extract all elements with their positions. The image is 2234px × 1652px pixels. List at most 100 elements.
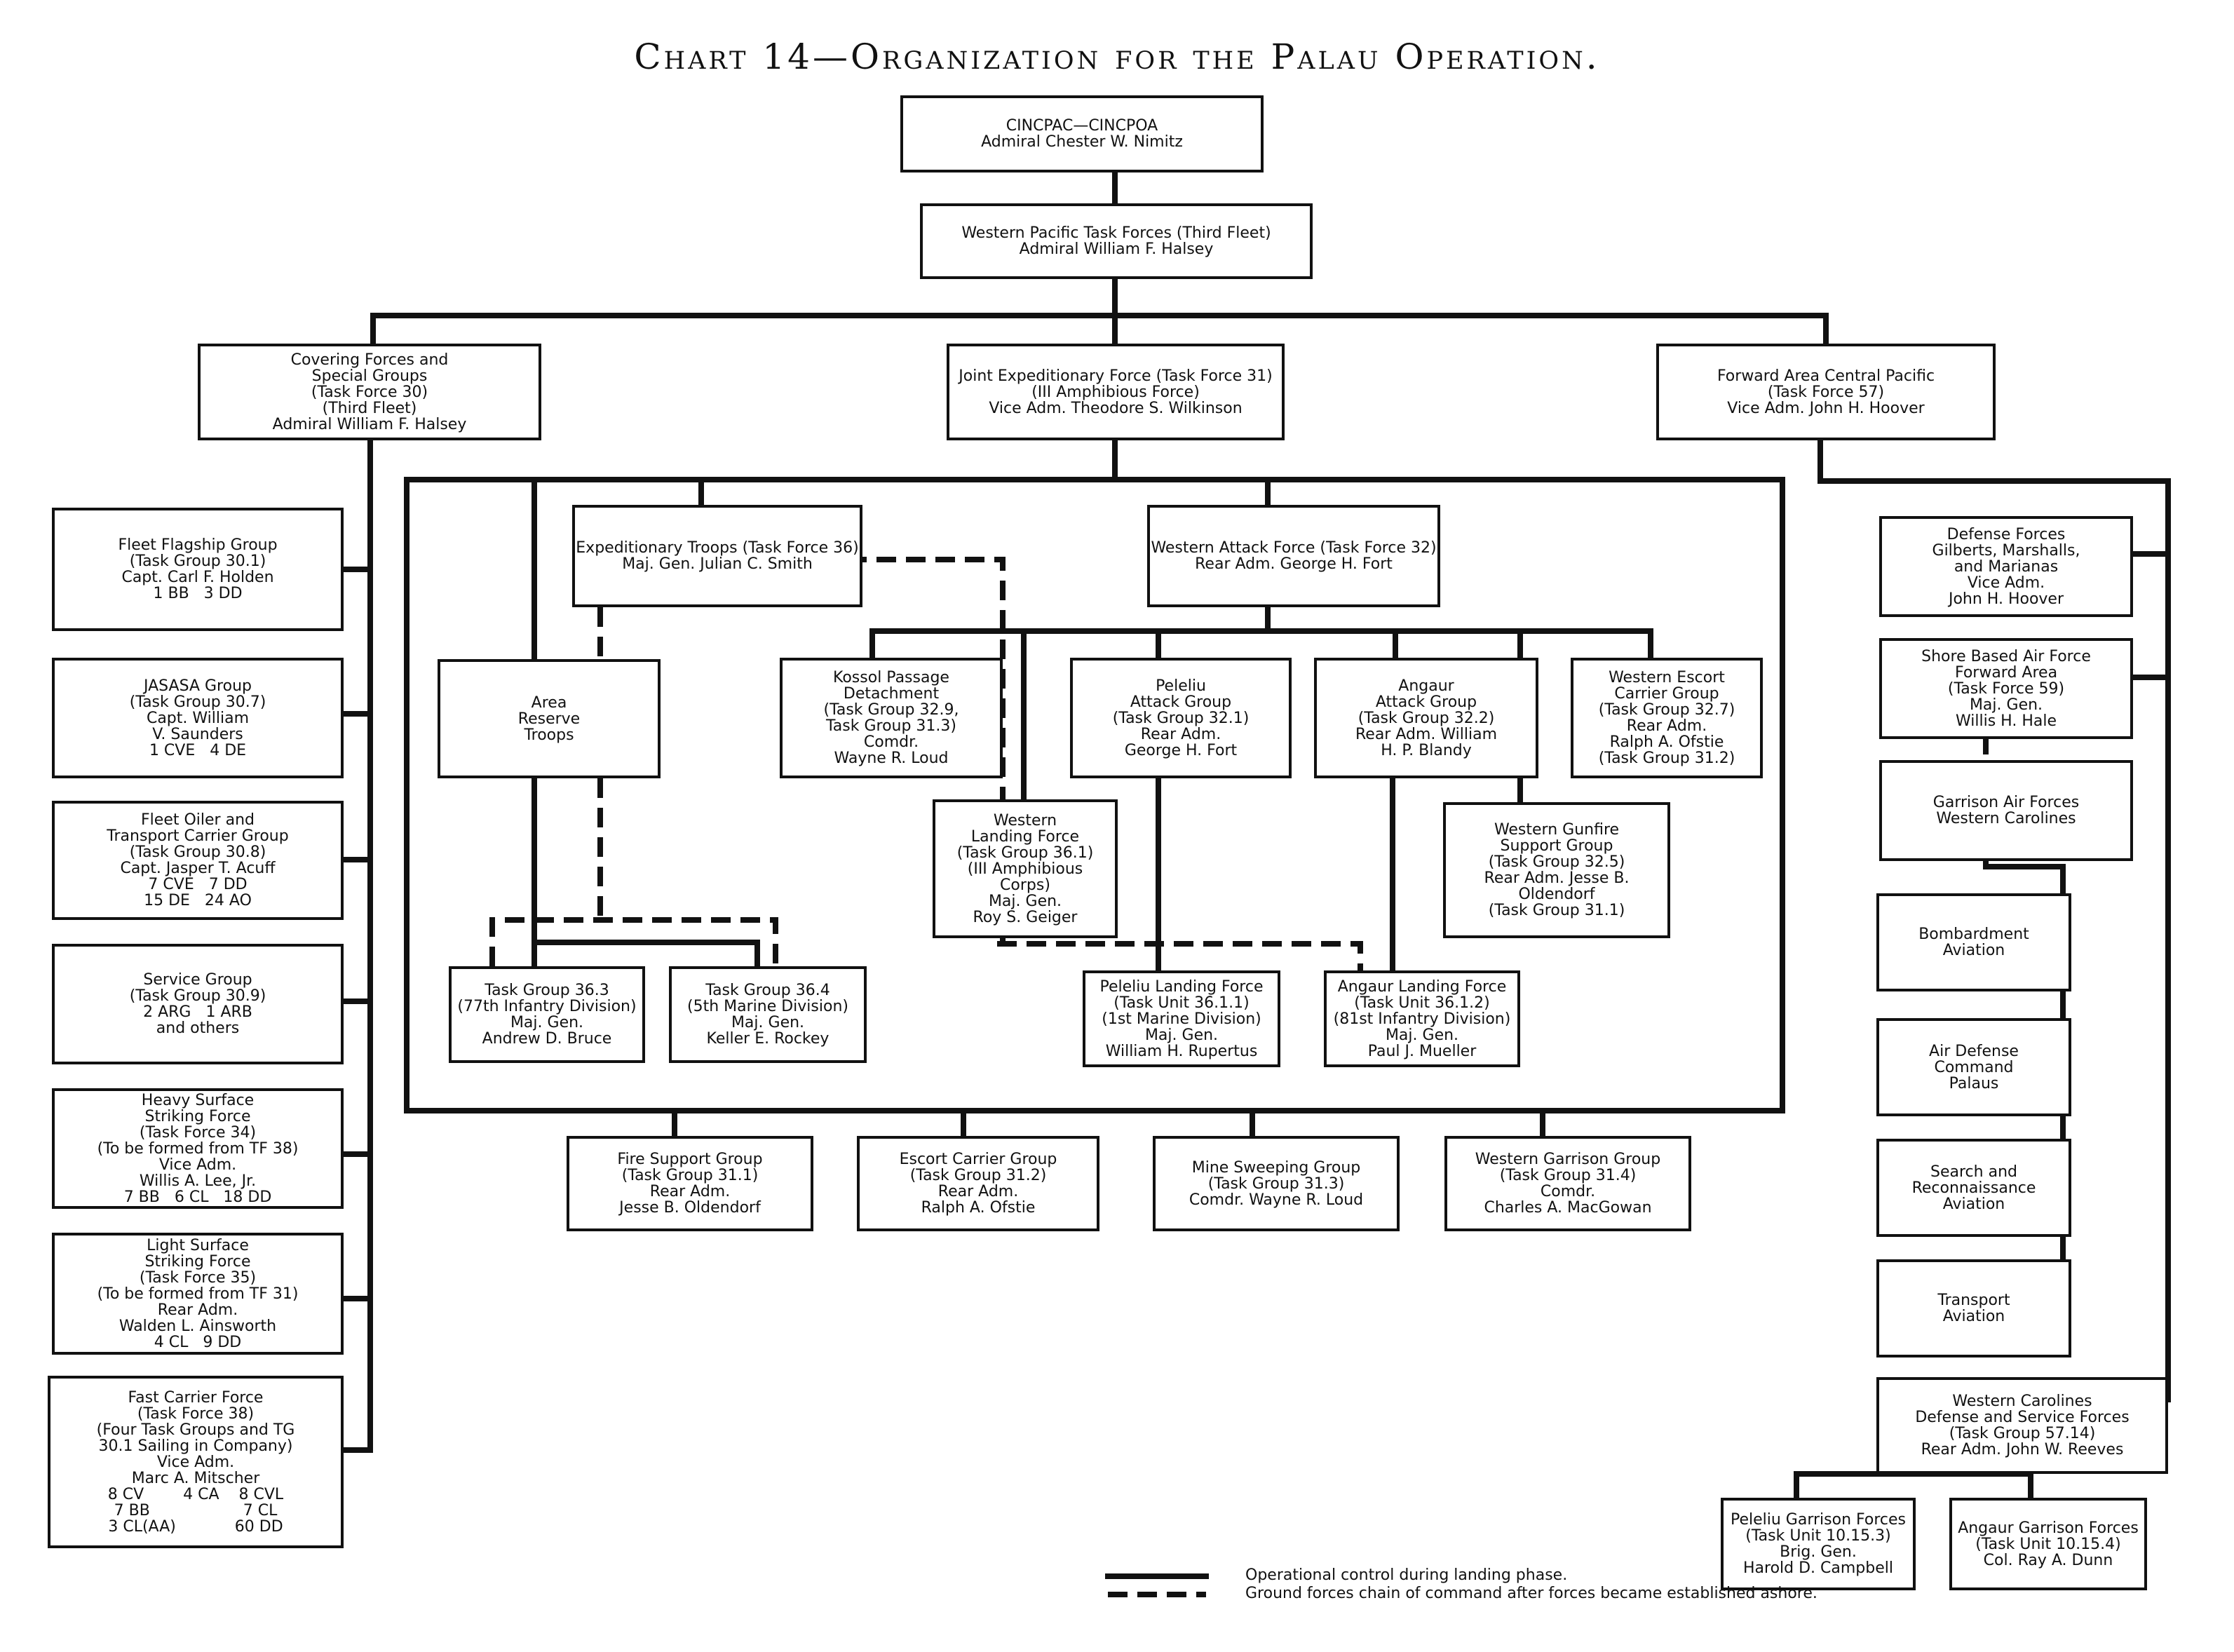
tg363-line-3: Maj. Gen. [510,1014,584,1031]
peleliu-garrison-box: Peleliu Garrison Forces (Task Unit 10.15… [1721,1498,1916,1590]
western-landing-line-3: (Task Group 36.1) [956,844,1094,862]
western-attack-box: Western Attack Force (Task Force 32) Rea… [1147,505,1440,607]
kossol-line-4: Task Group 31.3) [825,717,956,735]
shore-air-line-5: Willis H. Hale [1956,712,2057,730]
shore-air-line-2: Forward Area [1954,663,2058,682]
western-garrison-line-4: Charles A. MacGowan [1484,1199,1652,1217]
expeditionary-troops-box: Expeditionary Troops (Task Force 36) Maj… [572,505,862,607]
kossol-passage-box: Kossol Passage Detachment (Task Group 32… [780,658,1003,778]
western-escort-line-5: Ralph A. Ofstie [1609,733,1724,751]
fast-carrier-line-1: Fast Carrier Force [128,1388,264,1407]
defense-forces-line-3: and Marianas [1954,557,2059,576]
jasasa-line-3: Capt. William [146,709,250,727]
mine-sweeping-line-2: (Task Group 31.3) [1207,1174,1345,1193]
transport-aviation-box: Transport Aviation [1876,1259,2071,1358]
fleet-oiler-line-5: 7 CVE 7 DD [148,876,248,893]
search-recon-line-1: Search and [1930,1163,2017,1181]
kossol-line-1: Kossol Passage [833,669,949,686]
search-reconnaissance-box: Search and Reconnaissance Aviation [1876,1139,2071,1237]
task-group-364-box: Task Group 36.4 (5th Marine Division) Ma… [669,966,867,1063]
exp-troops-line-2: Maj. Gen. Julian C. Smith [622,555,813,573]
angaur-attack-line-4: Rear Adm. William [1355,725,1498,743]
western-escort-line-6: (Task Group 31.2) [1598,750,1735,767]
fast-carrier-line-7: 8 CV 4 CA 8 CVL [107,1485,284,1503]
fleet-flagship-box: Fleet Flagship Group (Task Group 30.1) C… [52,508,344,631]
fast-carrier-line-5: Vice Adm. [156,1453,235,1471]
peleliu-landing-box: Peleliu Landing Force (Task Unit 36.1.1)… [1083,970,1280,1067]
western-landing-line-5: Corps) [1000,876,1050,894]
fast-carrier-line-8: 7 BB 7 CL [114,1501,278,1519]
kossol-line-3: (Task Group 32.9, [823,701,959,719]
garrison-air-line-1: Garrison Air Forces [1932,794,2080,811]
peleliu-garrison-line-3: Brig. Gen. [1780,1543,1857,1561]
angaur-landing-line-1: Angaur Landing Force [1337,977,1507,996]
joint-line-3: Vice Adm. Theodore S. Wilkinson [989,399,1243,417]
western-gunfire-line-2: Support Group [1500,837,1613,855]
mine-sweeping-box: Mine Sweeping Group (Task Group 31.3) Co… [1153,1136,1400,1231]
western-garrison-box: Western Garrison Group (Task Group 31.4)… [1444,1136,1691,1231]
western-escort-line-1: Western Escort [1609,669,1725,686]
peleliu-attack-line-4: Rear Adm. [1140,725,1221,743]
garrison-air-box: Garrison Air Forces Western Carolines [1879,760,2133,861]
garrison-air-line-2: Western Carolines [1936,810,2076,827]
western-landing-line-2: Landing Force [970,827,1080,846]
joint-line-1: Joint Expeditionary Force (Task Force 31… [959,367,1273,385]
fleet-flagship-line-2: (Task Group 30.1) [129,553,266,570]
peleliu-attack-line-5: George H. Fort [1124,741,1238,759]
heavy-line-3: (Task Force 34) [139,1123,257,1142]
angaur-attack-line-2: Attack Group [1375,693,1477,711]
heavy-line-6: Willis A. Lee, Jr. [139,1172,257,1190]
service-line-2: (Task Group 30.9) [129,987,266,1005]
angaur-landing-line-4: Maj. Gen. [1385,1026,1459,1044]
fleet-flagship-line-1: Fleet Flagship Group [118,536,278,554]
search-recon-line-3: Aviation [1942,1195,2005,1213]
service-group-box: Service Group (Task Group 30.9) 2 ARG 1 … [52,944,344,1064]
western-escort-line-4: Rear Adm. [1626,717,1707,735]
peleliu-landing-line-5: William H. Rupertus [1105,1042,1258,1060]
heavy-line-4: (To be formed from TF 38) [97,1139,299,1158]
service-line-3: 2 ARG 1 ARB [143,1003,252,1021]
heavy-line-2: Striking Force [144,1107,251,1125]
search-recon-line-2: Reconnaissance [1911,1179,2036,1197]
angaur-garrison-box: Angaur Garrison Forces (Task Unit 10.15.… [1949,1498,2147,1590]
air-defense-box: Air Defense Command Palaus [1876,1018,2071,1116]
light-line-5: Rear Adm. [157,1301,238,1319]
fleet-oiler-line-3: (Task Group 30.8) [129,844,266,861]
heavy-surface-box: Heavy Surface Striking Force (Task Force… [52,1088,344,1209]
peleliu-landing-line-2: (Task Unit 36.1.1) [1113,994,1250,1012]
fleet-flagship-line-4: 1 BB 3 DD [153,585,243,602]
angaur-garrison-line-2: (Task Unit 10.15.4) [1975,1535,2121,1553]
tg363-line-1: Task Group 36.3 [485,982,609,999]
western-landing-box: Western Landing Force (Task Group 36.1) … [933,799,1118,938]
chart-title: Chart 14—Organization for the Palau Oper… [634,36,1600,77]
fast-carrier-line-6: Marc A. Mitscher [131,1469,260,1487]
joint-expeditionary-box: Joint Expeditionary Force (Task Force 31… [947,344,1285,440]
fleet-oiler-line-6: 15 DE 24 AO [144,892,252,909]
cincpac-line-2: Admiral Chester W. Nimitz [981,133,1183,151]
defense-forces-line-4: Vice Adm. [1967,574,2045,592]
kossol-line-2: Detachment [843,685,940,703]
angaur-landing-line-5: Paul J. Mueller [1367,1042,1477,1060]
defense-forces-line-2: Gilberts, Marshalls, [1932,541,2080,560]
forward-line-2: (Task Force 57) [1767,383,1885,401]
angaur-landing-line-2: (Task Unit 36.1.2) [1354,994,1490,1012]
kossol-line-5: Comdr. [863,733,919,751]
air-defense-line-1: Air Defense [1929,1042,2019,1060]
fire-support-line-4: Jesse B. Oldendorf [619,1199,761,1217]
covering-line-3: (Task Force 30) [311,383,428,401]
angaur-garrison-line-3: Col. Ray A. Dunn [1983,1551,2113,1569]
fleet-oiler-box: Fleet Oiler and Transport Carrier Group … [52,801,344,920]
fire-support-box: Fire Support Group (Task Group 31.1) Rea… [567,1136,813,1231]
cincpac-box: CINCPAC—CINCPOA Admiral Chester W. Nimit… [900,95,1264,172]
bombardment-aviation-box: Bombardment Aviation [1876,893,2071,991]
bombardment-line-1: Bombardment [1918,926,2029,943]
jasasa-line-2: (Task Group 30.7) [129,693,266,711]
angaur-attack-line-3: (Task Group 32.2) [1358,709,1495,727]
heavy-line-7: 7 BB 6 CL 18 DD [123,1188,272,1206]
shore-air-line-3: (Task Force 59) [1947,679,2065,698]
third-fleet-box: Western Pacific Task Forces (Third Fleet… [920,203,1313,279]
task-group-363-box: Task Group 36.3 (77th Infantry Division)… [449,966,645,1063]
wc-defense-line-1: Western Carolines [1952,1393,2092,1410]
wc-defense-line-3: (Task Group 57.14) [1949,1425,2096,1442]
